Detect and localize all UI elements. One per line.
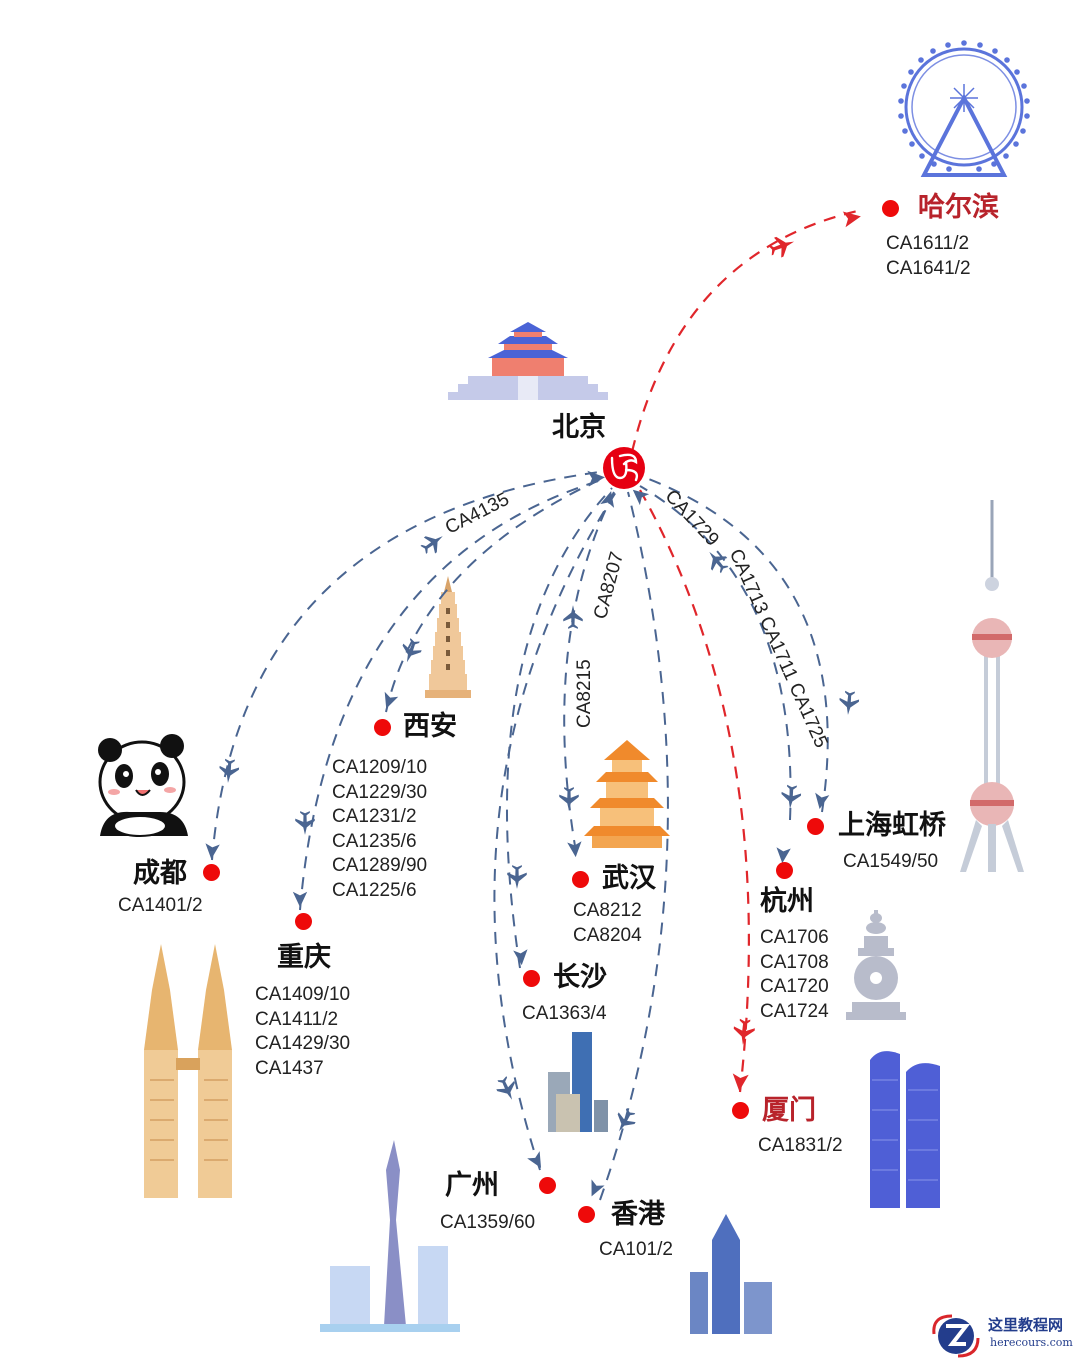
city-dot-xiamen[interactable] <box>732 1102 749 1119</box>
flight-code: CA1289/90 <box>332 855 428 876</box>
xiamen-twin-towers-icon <box>870 1051 940 1208</box>
watermark-title: 这里教程网 <box>988 1316 1064 1334</box>
chengdu-panda-icon <box>98 734 188 837</box>
route-hangzhou <box>639 485 792 821</box>
watermark-z-icon <box>932 1314 980 1358</box>
city-label-changsha: 长沙 <box>553 962 607 993</box>
route-label-wuhan-out: CA8215 <box>574 659 595 728</box>
hangzhou-pagoda-icon <box>846 910 906 1020</box>
flight-codes-chengdu: CA1401/2 <box>118 894 203 919</box>
flight-codes-shanghai-hongqiao: CA1549/50 <box>843 850 938 875</box>
beijing-temple-of-heaven-icon <box>448 322 608 400</box>
route-harbin <box>630 208 863 453</box>
route-shanghai <box>645 477 829 813</box>
flight-code: CA1225/6 <box>332 879 417 901</box>
flight-code: CA1209/10 <box>332 757 428 778</box>
city-dot-wuhan[interactable] <box>572 871 589 888</box>
city-dot-hangzhou[interactable] <box>776 862 793 879</box>
flight-code: CA1706 <box>760 927 829 948</box>
flight-code: CA1611/2 <box>886 233 970 254</box>
flight-code: CA1720 <box>760 976 829 997</box>
flight-codes-guangzhou: CA1359/60 <box>440 1211 535 1236</box>
highlight-route-lines <box>630 208 863 1093</box>
flight-codes-hangzhou: CA1706 CA1708 CA1720 CA1724 <box>760 926 829 1024</box>
city-label-chongqing: 重庆 <box>277 942 331 973</box>
route-hongkong <box>599 491 669 1201</box>
route-lines <box>211 471 829 1201</box>
flight-codes-harbin: CA1611/2 CA1641/2 <box>886 232 971 281</box>
route-xiamen <box>639 489 750 1093</box>
city-dot-xian[interactable] <box>374 719 391 736</box>
guangzhou-canton-tower-icon <box>320 1140 460 1332</box>
flight-code: CA1401/2 <box>118 895 203 916</box>
harbin-ferris-wheel-icon <box>898 40 1030 177</box>
city-dot-chongqing[interactable] <box>295 913 312 930</box>
city-dot-harbin[interactable] <box>882 200 899 217</box>
flight-code: CA1409/10 <box>255 984 351 1005</box>
flight-code: CA1231/2 <box>332 806 417 827</box>
flight-code: CA101/2 <box>599 1239 673 1260</box>
flight-code: CA1363/4 <box>522 1003 607 1024</box>
flight-code: CA8212 <box>573 900 642 921</box>
flight-code: CA1229/30 <box>332 781 428 803</box>
flight-codes-xiamen: CA1831/2 <box>758 1134 843 1159</box>
flight-code: CA1235/6 <box>332 830 417 852</box>
chongqing-twin-towers-icon <box>144 944 232 1198</box>
flight-code: CA1411/2 <box>255 1008 339 1030</box>
flight-code: CA1724 <box>760 1000 829 1022</box>
route-xian <box>385 475 609 713</box>
route-wuhan <box>563 491 615 853</box>
xian-big-wild-goose-pagoda-icon <box>425 576 471 698</box>
flight-code: CA1831/2 <box>758 1135 843 1156</box>
city-label-beijing: 北京 <box>552 412 606 443</box>
changsha-skyline-icon <box>548 1032 608 1132</box>
flight-code: CA8204 <box>573 924 642 946</box>
city-dot-guangzhou[interactable] <box>539 1177 556 1194</box>
flight-code: CA1437 <box>255 1057 324 1079</box>
flight-code: CA1641/2 <box>886 257 971 279</box>
air-china-logo-icon <box>603 447 645 489</box>
flight-codes-wuhan: CA8212 CA8204 <box>573 899 642 948</box>
hongkong-bank-tower-icon <box>690 1214 772 1334</box>
city-label-wuhan: 武汉 <box>602 863 656 894</box>
flight-codes-xian: CA1209/10 CA1229/30 CA1231/2 CA1235/6 CA… <box>332 756 427 903</box>
watermark-url: herecours.com <box>990 1336 1073 1349</box>
route-changsha <box>505 487 613 969</box>
city-dot-changsha[interactable] <box>523 970 540 987</box>
shanghai-oriental-pearl-tower-icon <box>960 500 1024 872</box>
flight-code: CA1549/50 <box>843 851 939 872</box>
city-label-harbin: 哈尔滨 <box>918 192 999 223</box>
city-label-guangzhou: 广州 <box>445 1170 499 1201</box>
flight-code: CA1359/60 <box>440 1212 536 1233</box>
city-label-hongkong: 香港 <box>611 1199 665 1230</box>
city-label-hangzhou: 杭州 <box>760 886 814 917</box>
flight-codes-changsha: CA1363/4 <box>522 1002 607 1027</box>
city-label-xiamen: 厦门 <box>762 1095 816 1126</box>
flight-code: CA1708 <box>760 951 829 973</box>
city-label-xian: 西安 <box>403 711 457 742</box>
city-dot-hongkong[interactable] <box>578 1206 595 1223</box>
flight-codes-chongqing: CA1409/10 CA1411/2 CA1429/30 CA1437 <box>255 983 350 1081</box>
city-dot-chengdu[interactable] <box>203 864 220 881</box>
route-chongqing <box>299 477 609 911</box>
city-dot-shanghai-hongqiao[interactable] <box>807 818 824 835</box>
flight-code: CA1429/30 <box>255 1033 351 1054</box>
wuhan-yellow-crane-tower-icon <box>584 740 670 848</box>
route-guangzhou <box>493 491 617 1171</box>
city-label-chengdu: 成都 <box>133 858 187 889</box>
city-label-shanghai-hongqiao: 上海虹桥 <box>838 810 946 841</box>
watermark-logo: 这里教程网 herecours.com <box>928 1310 1078 1360</box>
flight-codes-hongkong: CA101/2 <box>599 1238 673 1263</box>
